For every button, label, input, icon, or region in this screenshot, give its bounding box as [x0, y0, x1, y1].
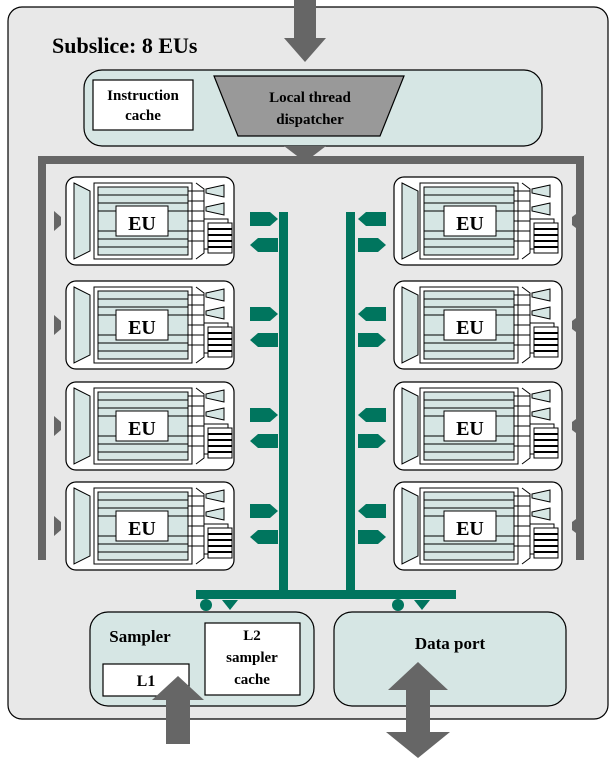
- l2-label-2: sampler: [226, 650, 278, 666]
- eu-right-2: [393, 280, 581, 370]
- eu-right-3-label: EU: [456, 418, 484, 440]
- dispatcher-label-2: dispatcher: [276, 112, 344, 128]
- eu-left-3-label: EU: [128, 418, 156, 440]
- l1-label: L1: [137, 673, 156, 690]
- l2-label-1: L2: [243, 628, 261, 644]
- data-port-block: [333, 611, 567, 707]
- eu-right-3: [393, 381, 581, 471]
- top-input-arrow: [284, 0, 326, 62]
- dispatch-arrow: [284, 146, 326, 162]
- eu-right-2-label: EU: [456, 317, 484, 339]
- eu-right-1: [393, 176, 581, 266]
- eu-left-1-label: EU: [128, 213, 156, 235]
- instruction-cache-label-2: cache: [125, 108, 161, 124]
- sampler-label: Sampler: [109, 627, 171, 646]
- dispatch-bus: [38, 156, 584, 560]
- eu-left-4-label: EU: [128, 518, 156, 540]
- instruction-cache-label-1: Instruction: [107, 88, 179, 104]
- eu-interconnect: [196, 212, 456, 611]
- sampler-input-arrow: [152, 676, 204, 744]
- instruction-cache-box: [92, 79, 194, 131]
- l2-sampler-cache-box: [204, 622, 301, 696]
- subslice-title: Subslice: 8 EUs: [52, 33, 198, 58]
- eu-right-1-label: EU: [456, 213, 484, 235]
- data-port-label: Data port: [415, 634, 486, 653]
- thread-dispatcher-shape: [213, 75, 405, 137]
- eu-right-4-label: EU: [456, 518, 484, 540]
- eu-left-2-label: EU: [128, 317, 156, 339]
- l2-label-3: cache: [234, 672, 270, 688]
- eu-right-4: [393, 481, 581, 571]
- data-port-io-arrow: [386, 662, 450, 758]
- dispatcher-label-1: Local thread: [269, 90, 351, 106]
